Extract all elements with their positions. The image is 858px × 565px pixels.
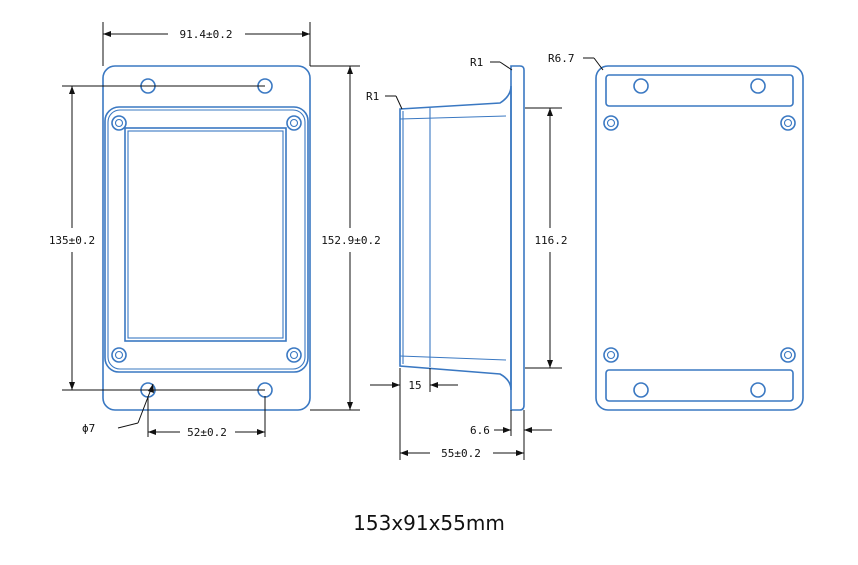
dim-inner-height-label: 116.2 (534, 234, 567, 247)
dim-wall-depth-label: 15 (408, 379, 421, 392)
back-view (595, 65, 804, 411)
technical-drawing: 91.4±0.2 135±0.2 152.9±0.2 ϕ7 52±0.2 (49, 22, 804, 460)
front-view (102, 65, 311, 411)
back-screw-top-right (780, 115, 796, 131)
dim-inner-height: 116.2 (525, 107, 568, 369)
dim-hole-diameter-label: ϕ7 (82, 422, 95, 435)
dim-overall-height-label: 152.9±0.2 (321, 234, 381, 247)
dim-hole-spacing-horizontal-label: 52±0.2 (187, 426, 227, 439)
lid-screw-top-right (286, 115, 302, 131)
back-screw-bottom-left (603, 347, 619, 363)
front-lid-outline (124, 127, 287, 342)
dim-flange-thickness: 6.6 (470, 410, 552, 437)
dim-corner-radius: R6.7 (548, 52, 604, 71)
dim-overall-depth-label: 55±0.2 (441, 447, 481, 460)
front-flange-outline (102, 65, 311, 411)
back-hole-top-left (633, 78, 649, 94)
side-view (399, 65, 525, 411)
dim-overall-depth: 55±0.2 (399, 392, 525, 460)
lid-screw-bottom-left (111, 347, 127, 363)
dim-corner-radius-label: R6.7 (548, 52, 575, 65)
dim-wall-depth: 15 (370, 368, 458, 392)
dim-flange-radius: R1 (470, 56, 513, 71)
dim-body-radius: R1 (366, 90, 403, 110)
side-flange-outline (510, 65, 525, 411)
back-hole-bottom-left (633, 382, 649, 398)
lid-screw-bottom-right (286, 347, 302, 363)
dim-hole-spacing-vertical-label: 135±0.2 (49, 234, 95, 247)
dim-overall-height: 152.9±0.2 (310, 65, 381, 411)
dim-hole-spacing-vertical: 135±0.2 (49, 85, 265, 391)
back-bottom-flange-panel (605, 369, 794, 402)
side-body-outline (399, 85, 512, 391)
back-screw-top-left (603, 115, 619, 131)
dim-body-radius-label: R1 (366, 90, 379, 103)
back-hole-bottom-right (750, 382, 766, 398)
dim-overall-width: 91.4±0.2 (102, 22, 311, 66)
back-top-flange-panel (605, 74, 794, 107)
front-body-outline (104, 106, 309, 373)
back-outline (595, 65, 804, 411)
dim-flange-radius-label: R1 (470, 56, 483, 69)
dim-flange-thickness-label: 6.6 (470, 424, 490, 437)
dim-overall-width-label: 91.4±0.2 (180, 28, 233, 41)
dimensions-caption: 153x91x55mm (353, 511, 505, 535)
back-hole-top-right (750, 78, 766, 94)
dim-hole-diameter: ϕ7 (82, 383, 154, 435)
back-screw-bottom-right (780, 347, 796, 363)
dim-hole-spacing-horizontal: 52±0.2 (147, 396, 266, 439)
lid-screw-top-left (111, 115, 127, 131)
